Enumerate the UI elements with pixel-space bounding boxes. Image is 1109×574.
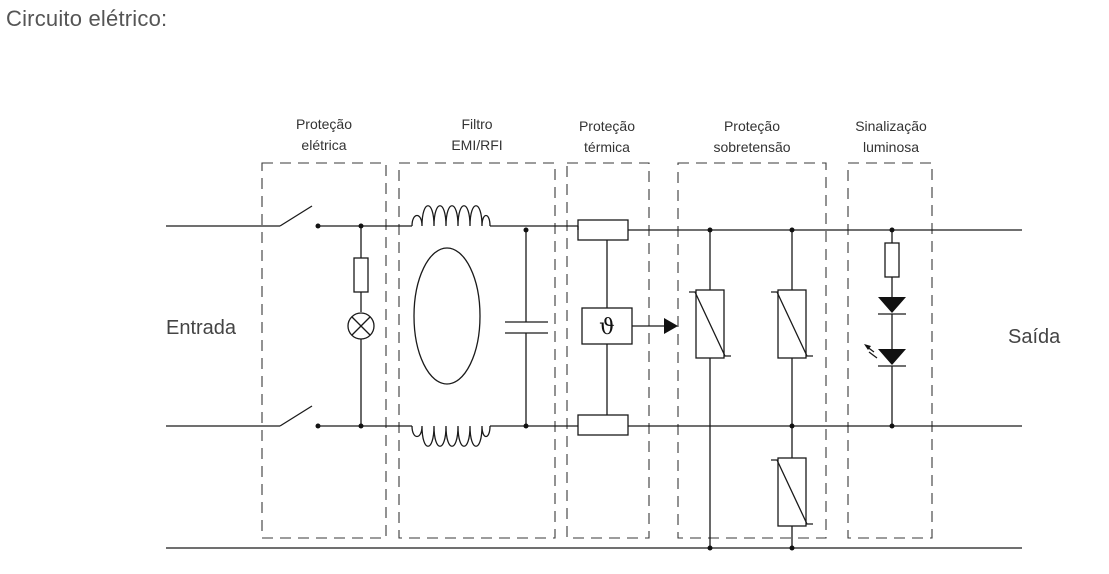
block-label-2-line1: Filtro xyxy=(461,116,492,132)
thermal-fuse-top xyxy=(577,219,629,241)
block-box-protecao-eletrica xyxy=(261,162,387,539)
block-box-protecao-sobretensao xyxy=(677,162,827,539)
block-box-filtro xyxy=(398,162,556,539)
block-box-protecao-termica xyxy=(566,162,650,539)
block-label-5-line1: Sinalização xyxy=(855,118,927,134)
inductor-bottom xyxy=(411,425,491,447)
block-label-1-line1: Proteção xyxy=(296,116,352,132)
block-label-5-line2: luminosa xyxy=(863,139,919,155)
surge-protection xyxy=(689,227,813,551)
block-label-3-line1: Proteção xyxy=(579,118,635,134)
switch-bottom xyxy=(279,405,313,427)
block-label-4-line2: sobretensão xyxy=(713,139,790,155)
arrow-icon xyxy=(664,318,678,334)
filter-core xyxy=(413,247,481,385)
page-title: Circuito elétrico: xyxy=(6,6,168,31)
diode-icon xyxy=(878,297,906,313)
block-label-1-line2: elétrica xyxy=(301,137,346,153)
thermal-symbol: ϑ xyxy=(599,315,615,340)
led-icon xyxy=(878,349,906,365)
filter-capacitor xyxy=(505,227,548,429)
block-label-4-line1: Proteção xyxy=(724,118,780,134)
block-box-sinalizacao xyxy=(847,162,933,539)
signal-led xyxy=(864,227,906,429)
indicator-lamp xyxy=(347,223,375,429)
bottom-conductor xyxy=(166,405,1022,447)
inductor-top xyxy=(411,205,491,227)
block-label-2-line2: EMI/RFI xyxy=(451,137,502,153)
switch-top xyxy=(279,205,313,227)
output-label: Saída xyxy=(1008,326,1061,348)
thermal-fuse-bottom xyxy=(577,414,629,436)
top-conductor xyxy=(166,205,1022,241)
input-label: Entrada xyxy=(166,317,237,339)
block-label-3-line2: térmica xyxy=(584,139,630,155)
thermal-protection: ϑ xyxy=(581,240,678,415)
